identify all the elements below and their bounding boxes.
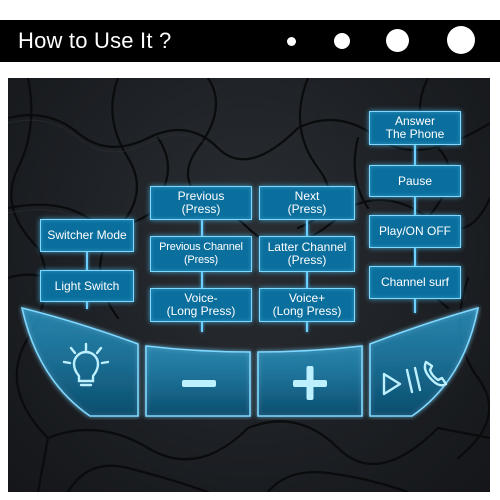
label-text: (Long Press) xyxy=(272,304,342,318)
label-switcher-mode: Switcher Mode xyxy=(40,219,134,252)
button-row xyxy=(18,300,482,420)
label-text: Channel surf xyxy=(380,275,450,289)
label-text: Answer xyxy=(394,114,435,128)
label-text: Switcher Mode xyxy=(47,228,127,242)
media-button[interactable] xyxy=(369,306,480,417)
connector xyxy=(86,301,88,309)
connector xyxy=(414,299,416,313)
connector xyxy=(306,272,308,288)
connector xyxy=(306,220,308,236)
dot-medium xyxy=(334,33,350,49)
label-channel-surf: Channel surf xyxy=(369,266,461,299)
dot-large xyxy=(386,29,409,52)
light-button[interactable] xyxy=(20,306,139,417)
label-play-on-off: Play/ON OFF xyxy=(369,215,461,248)
label-text: (Press) xyxy=(183,254,219,266)
connector xyxy=(306,322,308,332)
label-text: Pause xyxy=(397,173,433,188)
label-text: The Phone xyxy=(385,127,445,141)
label-text: Previous xyxy=(177,189,225,203)
connector xyxy=(201,272,203,288)
plus-icon xyxy=(293,366,327,400)
minus-button[interactable] xyxy=(145,345,251,417)
connector xyxy=(86,252,88,270)
label-text: (Press) xyxy=(181,202,221,216)
plus-button[interactable] xyxy=(257,345,363,417)
label-text: Next xyxy=(294,189,320,203)
connector xyxy=(414,248,416,266)
title-bar: How to Use It ? xyxy=(0,20,500,62)
minus-icon xyxy=(182,380,216,387)
label-text: Voice+ xyxy=(288,291,326,305)
dot-xlarge xyxy=(447,26,475,54)
label-previous-channel: Previous Channel (Press) xyxy=(150,236,252,272)
label-text: Light Switch xyxy=(54,278,120,293)
label-pause: Pause xyxy=(369,165,461,197)
label-latter-channel: Latter Channel (Press) xyxy=(259,236,355,272)
remote-panel: Switcher Mode Light Switch Previous (Pre… xyxy=(8,78,490,492)
label-text: Play/ON OFF xyxy=(378,224,451,238)
label-text: (Press) xyxy=(287,253,327,267)
label-text: (Press) xyxy=(287,202,327,216)
label-next: Next (Press) xyxy=(259,186,355,220)
connector xyxy=(414,197,416,215)
label-text: (Long Press) xyxy=(166,304,236,318)
connector xyxy=(201,322,203,332)
label-voice-plus: Voice+ (Long Press) xyxy=(259,288,355,322)
page-title: How to Use It ? xyxy=(18,28,172,53)
bulb-icon xyxy=(62,342,110,387)
dot-small xyxy=(287,37,296,46)
label-voice-minus: Voice- (Long Press) xyxy=(150,288,252,322)
label-light-switch: Light Switch xyxy=(40,270,134,302)
play-pause-phone-icon xyxy=(382,360,448,396)
label-text: Voice- xyxy=(184,291,218,305)
label-text: Latter Channel xyxy=(267,240,347,254)
label-previous: Previous (Press) xyxy=(150,186,252,220)
label-answer-phone: Answer The Phone xyxy=(369,111,461,145)
label-text: Previous Channel xyxy=(159,241,243,253)
connector xyxy=(414,145,416,165)
connector xyxy=(201,220,203,236)
